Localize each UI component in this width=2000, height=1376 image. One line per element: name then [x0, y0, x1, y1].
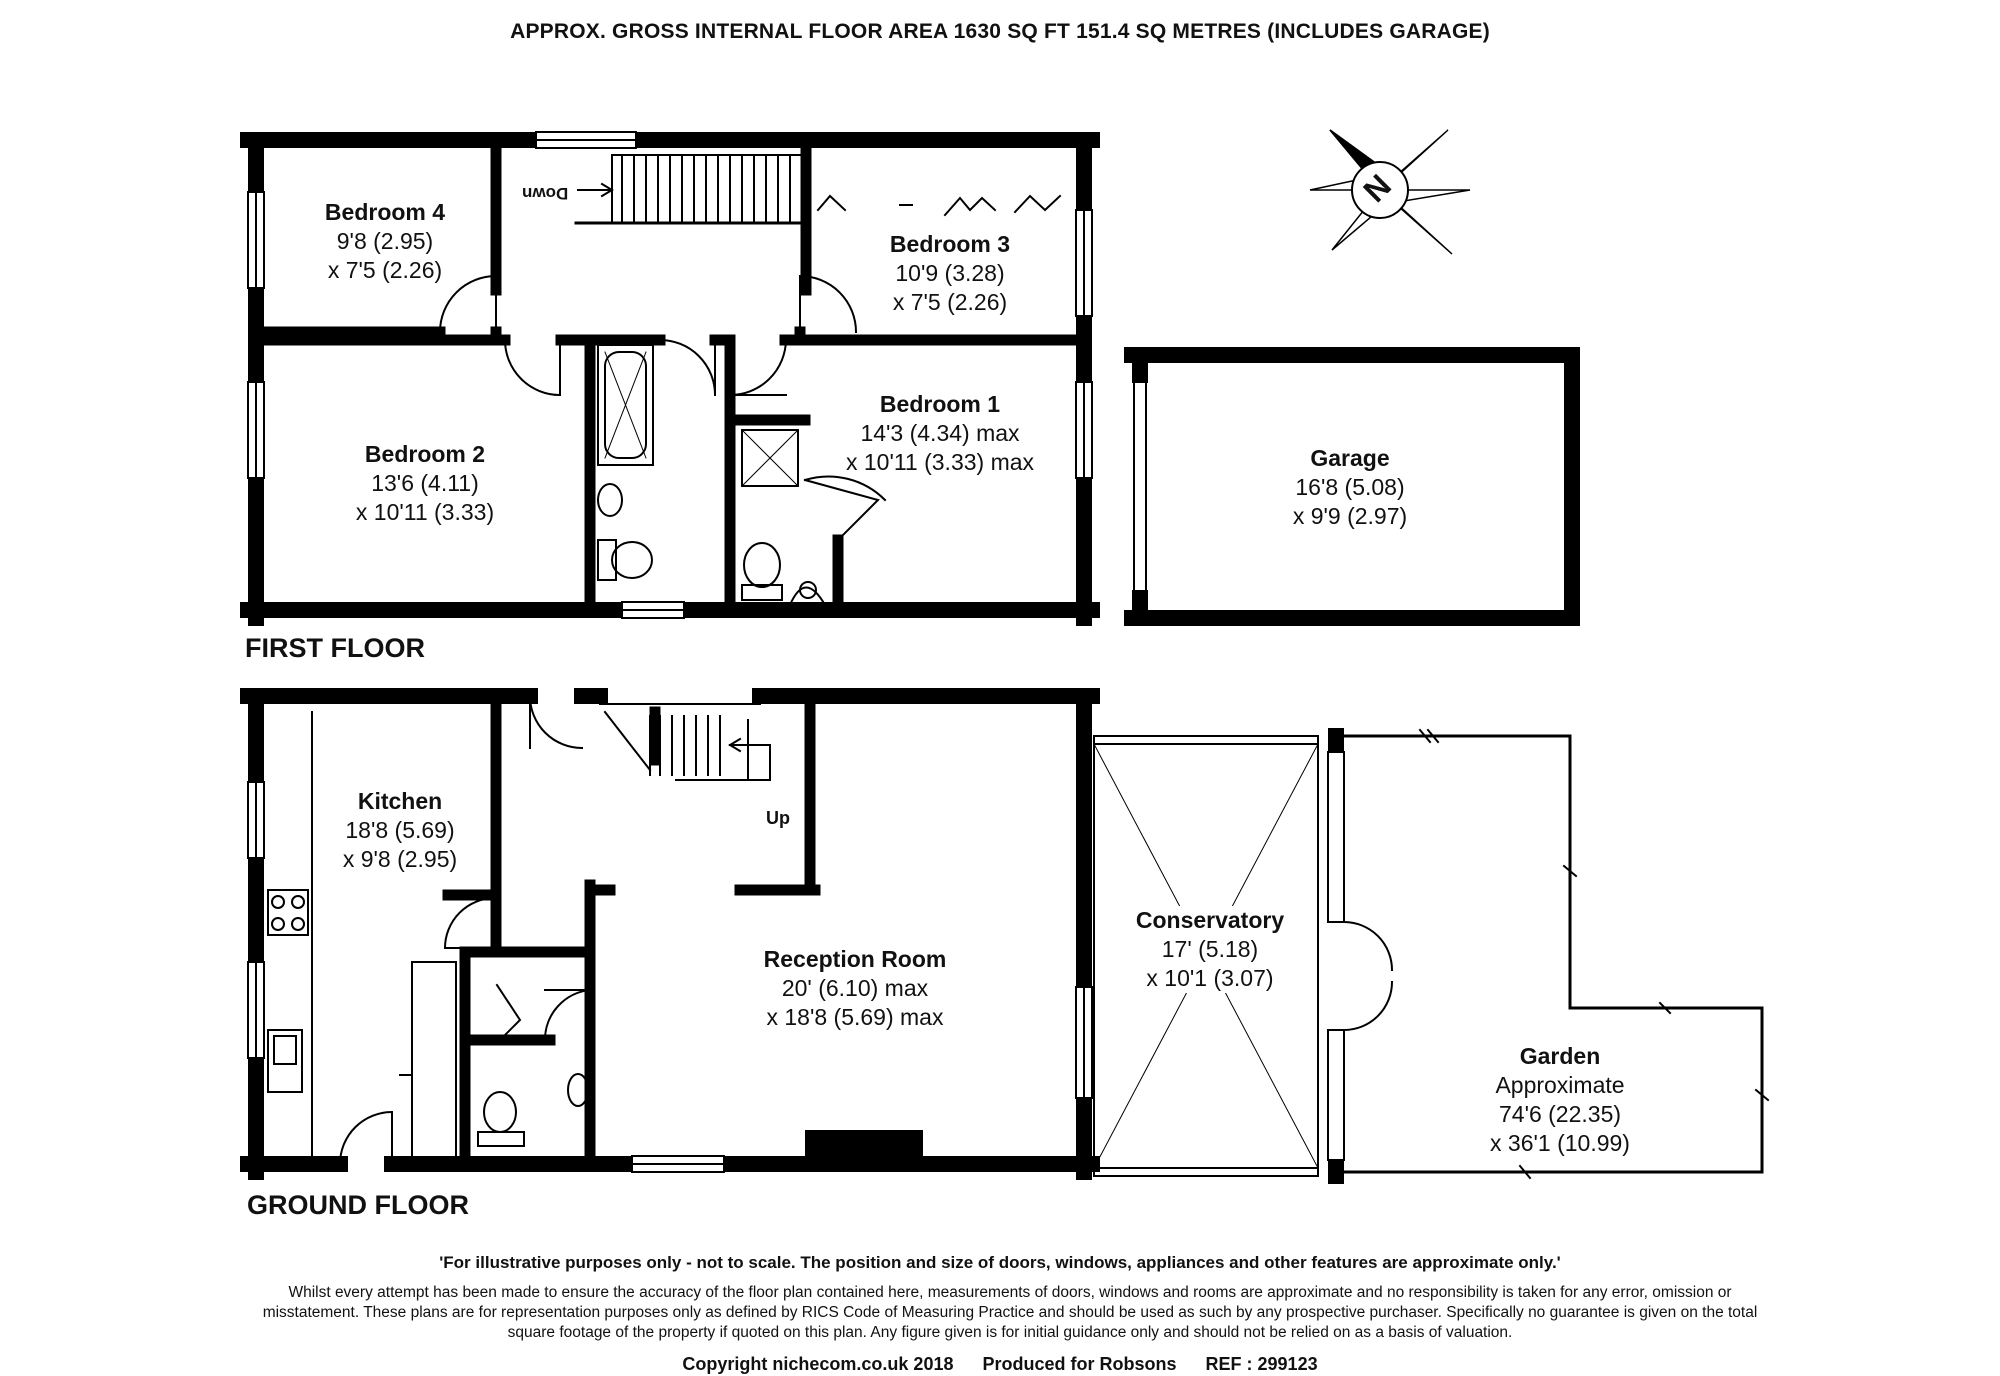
- first-floor-windows: [247, 131, 1093, 619]
- room-name: Bedroom 4: [324, 199, 446, 225]
- room-dimension: 17' (5.18): [1161, 936, 1259, 962]
- room-dimension: 10'9 (3.28): [895, 260, 1005, 286]
- conservatory-windows: [1327, 751, 1394, 1161]
- first-floor-stairs: [574, 154, 808, 225]
- room-bedroom-2: Bedroom 2 13'6 (4.11) x 10'11 (3.33): [310, 440, 540, 527]
- room-dimension: x 18'8 (5.69) max: [766, 1004, 944, 1030]
- room-dimension: 18'8 (5.69): [345, 817, 455, 843]
- stairs-up-label: Up: [766, 808, 790, 828]
- stairs-down-label: Down: [522, 184, 569, 203]
- room-name: Reception Room: [763, 946, 947, 972]
- fireplace: [805, 1130, 923, 1170]
- room-name: Bedroom 2: [364, 441, 486, 467]
- compass-rose: [1309, 129, 1471, 255]
- ground-floor-doors: [338, 694, 592, 1166]
- room-dimension: 74'6 (22.35): [1498, 1101, 1622, 1127]
- wc-fixtures: [477, 1073, 589, 1147]
- room-dimension: 14'3 (4.34) max: [860, 420, 1020, 446]
- room-dimension: 9'8 (2.95): [336, 228, 434, 254]
- room-bedroom-1: Bedroom 1 14'3 (4.34) max x 10'11 (3.33)…: [820, 390, 1060, 477]
- produced-for-text: Produced for Robsons: [982, 1354, 1177, 1374]
- room-bedroom-3: Bedroom 3 10'9 (3.28) x 7'5 (2.26): [840, 230, 1060, 317]
- first-floor-inner-walls: [250, 144, 1090, 611]
- room-garage: Garage 16'8 (5.08) x 9'9 (2.97): [1250, 444, 1450, 531]
- room-dimension: x 10'11 (3.33) max: [845, 449, 1035, 475]
- room-dimension: x 10'1 (3.07): [1146, 965, 1274, 991]
- room-dimension: 16'8 (5.08): [1295, 474, 1405, 500]
- room-dimension: 13'6 (4.11): [371, 470, 479, 496]
- copyright-text: Copyright nichecom.co.uk 2018: [682, 1354, 954, 1374]
- room-name: Garden: [1519, 1043, 1601, 1069]
- room-reception: Reception Room 20' (6.10) max x 18'8 (5.…: [720, 945, 990, 1032]
- room-dimension: x 7'5 (2.26): [892, 289, 1008, 315]
- room-name: Conservatory: [1135, 907, 1285, 933]
- room-dimension: x 9'9 (2.97): [1292, 503, 1408, 529]
- ground-floor-stairs: [599, 703, 771, 781]
- bedroom3-wardrobe: [816, 194, 1062, 217]
- ground-floor-label: GROUND FLOOR: [247, 1190, 469, 1220]
- room-kitchen: Kitchen 18'8 (5.69) x 9'8 (2.95): [305, 787, 495, 874]
- room-bedroom-4: Bedroom 4 9'8 (2.95) x 7'5 (2.26): [280, 198, 490, 285]
- room-dimension: x 10'11 (3.33): [355, 499, 495, 525]
- room-name: Kitchen: [357, 788, 443, 814]
- floor-area-title: APPROX. GROSS INTERNAL FLOOR AREA 1630 S…: [510, 20, 1490, 43]
- room-dimension: Approximate: [1495, 1072, 1625, 1098]
- garden-break-marks: [1418, 728, 1770, 1180]
- bathroom-fixtures: [597, 344, 827, 607]
- ground-floor-inner-walls: [442, 699, 821, 1170]
- room-garden: Garden Approximate 74'6 (22.35) x 36'1 (…: [1450, 1042, 1670, 1158]
- room-dimension: x 36'1 (10.99): [1490, 1130, 1630, 1156]
- room-dimension: 20' (6.10) max: [781, 975, 929, 1001]
- ground-floor-windows: [247, 781, 1093, 1173]
- ground-floor-walls: [240, 688, 1100, 1180]
- first-floor-doors: [438, 274, 887, 542]
- room-conservatory: Conservatory 17' (5.18) x 10'1 (3.07): [1105, 906, 1315, 993]
- room-name: Garage: [1310, 445, 1390, 471]
- reference-text: REF : 299123: [1205, 1354, 1318, 1374]
- kitchen-units: [267, 711, 457, 1165]
- garage-walls: [1124, 347, 1580, 626]
- room-name: Bedroom 1: [879, 391, 1001, 417]
- disclaimer-text: Whilst every attempt has been made to en…: [262, 1284, 1758, 1341]
- garage-door: [1133, 375, 1147, 599]
- first-floor-label: FIRST FLOOR: [245, 633, 425, 663]
- room-dimension: x 9'8 (2.95): [342, 846, 458, 872]
- illustrative-note: 'For illustrative purposes only - not to…: [439, 1253, 1561, 1272]
- room-dimension: x 7'5 (2.26): [327, 257, 443, 283]
- room-name: Bedroom 3: [889, 231, 1011, 257]
- footer: Copyright nichecom.co.uk 2018 Produced f…: [0, 1354, 2000, 1375]
